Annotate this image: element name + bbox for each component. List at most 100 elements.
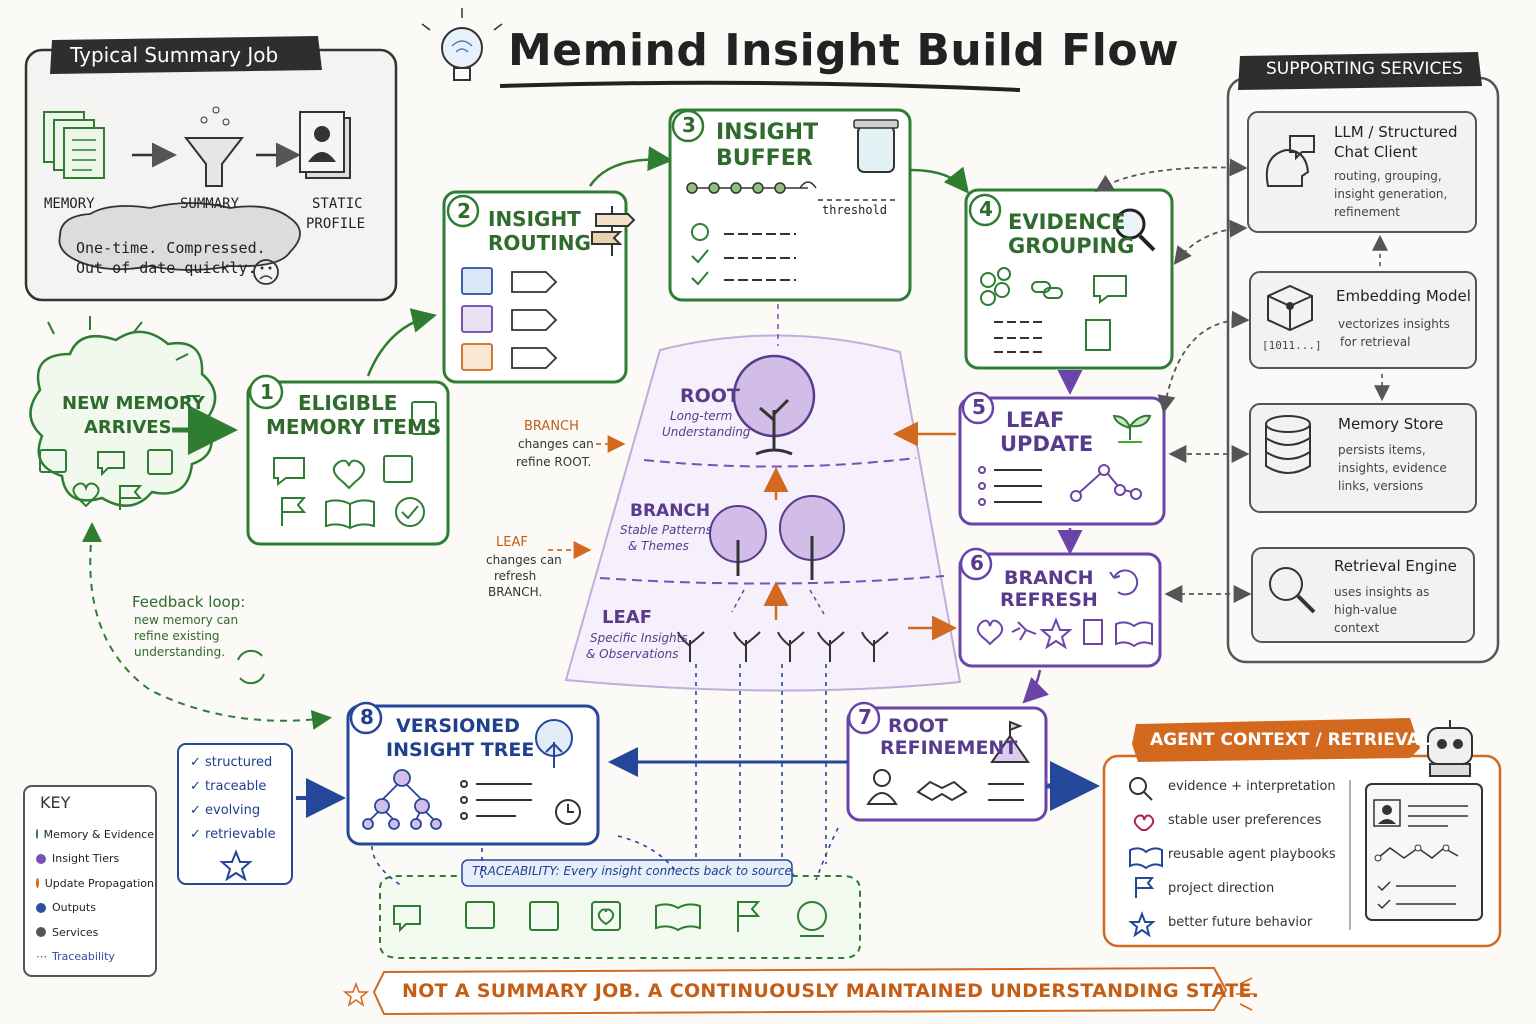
service-retrieval-desc-1: uses insights as [1334, 585, 1430, 599]
quality-label: traceable [205, 779, 267, 794]
service-embedding-desc-2: for retrieval [1340, 335, 1411, 349]
service-embedding-title: Embedding Model [1336, 287, 1471, 305]
signpost-icon [591, 206, 636, 256]
sad-face-icon [253, 259, 279, 285]
step1-number: 1 [260, 380, 274, 404]
quality-label: retrievable [205, 827, 276, 842]
step6-number: 6 [970, 551, 984, 575]
key-swatch [36, 829, 38, 840]
chat-icon [273, 457, 305, 486]
key-item: Memory & Evidence [36, 822, 154, 847]
services-banner: SUPPORTING SERVICES [1266, 59, 1463, 79]
step5-number: 5 [972, 395, 986, 419]
crystal-ball-icon [797, 901, 827, 937]
robot-icon [1427, 720, 1473, 777]
step3-number: 3 [682, 113, 696, 137]
step3-title: INSIGHT [716, 120, 819, 145]
branch-sub-2: & Themes [628, 539, 689, 553]
service-store-desc-1: persists items, [1338, 443, 1426, 457]
feedback-line-2: refine existing [134, 629, 220, 643]
traceability-banner: TRACEABILITY: Every insight connects bac… [472, 864, 796, 878]
handshake-icon [916, 780, 968, 802]
key-label: Outputs [52, 901, 96, 915]
service-store-title: Memory Store [1338, 415, 1444, 433]
agent-item-5: better future behavior [1168, 915, 1313, 930]
agent-item-3: reusable agent playbooks [1168, 847, 1336, 862]
leaf-sub-2: & Observations [586, 647, 679, 661]
clock-icon [691, 223, 709, 241]
summary-note-line-2: Out of date quickly. [76, 259, 257, 277]
chat-icon [393, 905, 421, 933]
branch-note-line-1: changes can [518, 437, 594, 451]
service-llm-desc-2: insight generation, [1334, 187, 1448, 201]
service-embedding-desc-1: vectorizes insights [1338, 317, 1450, 331]
search-icon [1269, 567, 1316, 614]
key-item: Outputs [36, 896, 154, 921]
new-memory-label-2: ARRIVES [84, 417, 172, 438]
summary-job-banner-bg [50, 36, 322, 74]
key-label: Services [52, 925, 99, 939]
service-store-box [1249, 403, 1477, 513]
step2-title: INSIGHT [488, 207, 581, 231]
feedback-line-1: new memory can [134, 613, 239, 627]
flag-icon [119, 485, 143, 510]
graph-icon [1070, 464, 1142, 502]
service-retrieval-desc-3: context [1334, 621, 1380, 635]
check-circle-icon [395, 497, 425, 527]
magnifier-icon [1114, 208, 1156, 252]
chat-icon [97, 451, 125, 477]
step3-title-2: BUFFER [716, 146, 813, 171]
calendar-icon [383, 455, 413, 483]
summary-note-cloud [58, 202, 301, 271]
services-banner-bg [1238, 52, 1482, 90]
jar-icon [853, 119, 899, 173]
leaf-sprouts-icon [677, 631, 889, 662]
step8-title: VERSIONED [396, 715, 520, 737]
service-embedding-code: [1011...] [1262, 339, 1322, 352]
service-llm-title: LLM / Structured [1334, 123, 1458, 141]
chat-bubble-icon [1093, 275, 1127, 304]
step7-title: ROOT [888, 715, 948, 737]
feedback-head: Feedback loop: [132, 593, 246, 611]
person-icon [866, 769, 898, 805]
step4-number: 4 [979, 197, 993, 221]
step5-box [958, 396, 1166, 526]
leaf-note-head: LEAF [496, 535, 528, 550]
step7-box [846, 706, 1048, 822]
key-label: Update Propagation [44, 876, 154, 890]
step8-title-2: INSIGHT TREE [386, 739, 535, 761]
root-title: ROOT [680, 385, 740, 407]
memory-label: MEMORY [44, 196, 95, 212]
quality-traceable: ✓ traceable [190, 779, 267, 794]
key-box [23, 785, 157, 977]
lightbulb-icon [421, 8, 503, 81]
root-tree-icon [732, 354, 816, 456]
feedback-line-3: understanding. [134, 645, 226, 659]
footer-banner-bg [372, 966, 1228, 1016]
calendar-icon [39, 449, 67, 473]
flag-icon [281, 497, 307, 526]
key-label: Insight Tiers [52, 852, 120, 866]
step8-number: 8 [360, 705, 374, 729]
key-item: Update Propagation [36, 871, 154, 896]
open-book-icon [1115, 621, 1153, 648]
checklist-icon [147, 449, 173, 475]
footer-slogan: NOT A SUMMARY JOB. A CONTINUOUSLY MAINTA… [402, 980, 1260, 1002]
branch-note-line-2: refine ROOT. [516, 455, 592, 469]
runner-icon [1011, 621, 1037, 641]
agent-item-2: stable user preferences [1168, 813, 1322, 828]
link-icon [1031, 281, 1063, 299]
heart-icon [976, 619, 1004, 646]
static-profile-label: STATIC [312, 196, 363, 212]
leaf-note-line-1: changes can [486, 553, 562, 567]
service-store-desc-2: insights, evidence [1338, 461, 1447, 475]
hierarchy-icon [362, 769, 442, 830]
step7-title-2: REFINEMENT [880, 737, 1018, 759]
user-route-icon [461, 267, 493, 295]
traceability-banner-bg [461, 859, 793, 887]
summary-label: SUMMARY [180, 196, 240, 212]
star-icon [1128, 911, 1156, 938]
step1-title-2: MEMORY ITEMS [266, 415, 442, 439]
